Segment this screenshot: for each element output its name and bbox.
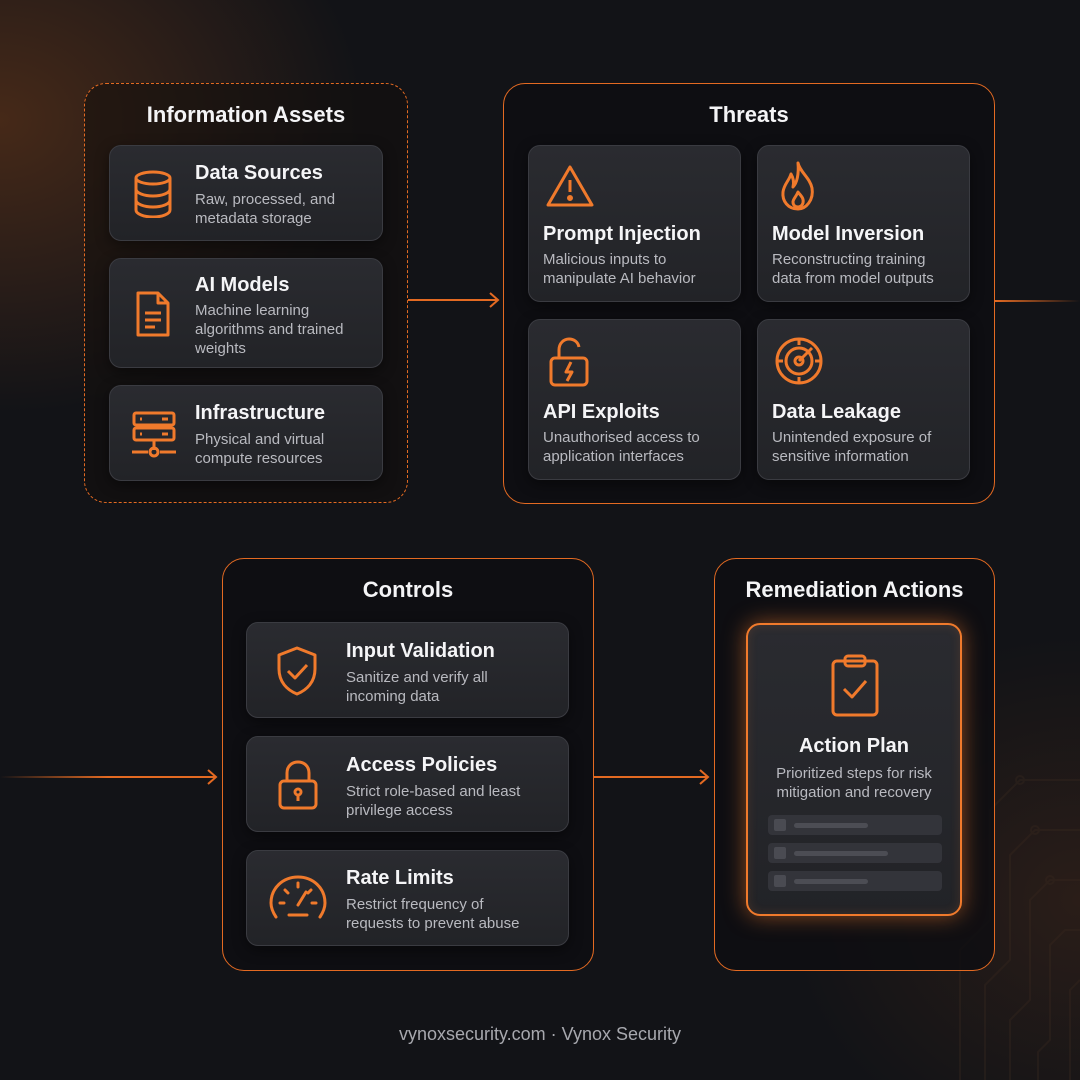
card-description: Restrict frequency of requests to preven… <box>346 896 520 932</box>
card-description: Malicious inputs to manipulate AI behavi… <box>543 251 696 287</box>
control-card-access-policies[interactable]: Access Policies Strict role-based and le… <box>246 736 569 832</box>
checklist-row <box>768 815 942 835</box>
card-description: Unauthorised access to application inter… <box>543 429 700 465</box>
line-placeholder <box>794 823 868 828</box>
flame-icon <box>776 160 820 212</box>
broken-lock-icon <box>547 336 591 388</box>
card-description: Prioritized steps for risk mitigation an… <box>776 765 932 801</box>
checklist-row <box>768 871 942 891</box>
threat-card-prompt-injection[interactable]: Prompt Injection Malicious inputs to man… <box>528 145 741 302</box>
shield-check-icon <box>275 645 319 697</box>
card-title: Rate Limits <box>346 867 454 889</box>
line-placeholder <box>794 851 888 856</box>
panel-title-controls: Controls <box>362 577 454 602</box>
checklist-row <box>768 843 942 863</box>
card-description: Machine learning algorithms and trained … <box>195 302 344 357</box>
server-icon <box>130 410 178 458</box>
card-title: Infrastructure <box>195 402 326 424</box>
panel-title-threats: Threats <box>709 102 789 127</box>
control-card-rate-limits[interactable]: Rate Limits Restrict frequency of reques… <box>246 850 569 946</box>
line-placeholder <box>794 879 868 884</box>
card-title: Prompt Injection <box>543 223 701 245</box>
connector-threats-right <box>995 300 1080 302</box>
footer-credit: vynoxsecurity.com · Vynox Security <box>398 1024 682 1044</box>
radar-icon <box>774 336 824 386</box>
asset-card-data-sources[interactable]: Data Sources Raw, processed, and metadat… <box>109 145 383 241</box>
gauge-icon <box>269 875 327 921</box>
card-title: Data Sources <box>195 162 323 184</box>
warning-triangle-icon <box>545 164 595 208</box>
document-icon <box>134 289 172 339</box>
card-description: Sanitize and verify all incoming data <box>346 669 488 705</box>
card-description: Reconstructing training data from model … <box>772 251 934 287</box>
arrow-assets-to-threats <box>408 292 500 308</box>
card-description: Strict role-based and least privilege ac… <box>346 783 521 819</box>
card-title: AI Models <box>195 274 290 296</box>
threat-card-model-inversion[interactable]: Model Inversion Reconstructing training … <box>757 145 970 302</box>
card-title: Action Plan <box>798 735 909 757</box>
card-title: Model Inversion <box>772 223 925 245</box>
clipboard-check-icon <box>830 653 880 717</box>
database-icon <box>132 170 174 218</box>
threat-card-data-leakage[interactable]: Data Leakage Unintended exposure of sens… <box>757 319 970 480</box>
card-description: Unintended exposure of sensitive informa… <box>772 429 932 465</box>
checkbox-placeholder <box>774 875 786 887</box>
panel-title-remediation-actions: Remediation Actions <box>745 577 964 602</box>
card-description: Raw, processed, and metadata storage <box>195 191 336 227</box>
action-plan-card[interactable]: Action Plan Prioritized steps for risk m… <box>746 623 962 916</box>
card-title: Input Validation <box>346 640 495 662</box>
arrow-into-controls <box>0 769 218 785</box>
panel-title-information-assets: Information Assets <box>146 102 346 127</box>
asset-card-infrastructure[interactable]: Infrastructure Physical and virtual comp… <box>109 385 383 481</box>
asset-card-ai-models[interactable]: AI Models Machine learning algorithms an… <box>109 258 383 368</box>
checkbox-placeholder <box>774 847 786 859</box>
threat-card-api-exploits[interactable]: API Exploits Unauthorised access to appl… <box>528 319 741 480</box>
checkbox-placeholder <box>774 819 786 831</box>
control-card-input-validation[interactable]: Input Validation Sanitize and verify all… <box>246 622 569 718</box>
card-title: Access Policies <box>346 754 498 776</box>
padlock-icon <box>277 759 319 811</box>
card-description: Physical and virtual compute resources <box>195 431 325 467</box>
card-title: Data Leakage <box>772 401 901 423</box>
card-title: API Exploits <box>543 401 660 423</box>
arrow-controls-to-remediation <box>594 769 710 785</box>
